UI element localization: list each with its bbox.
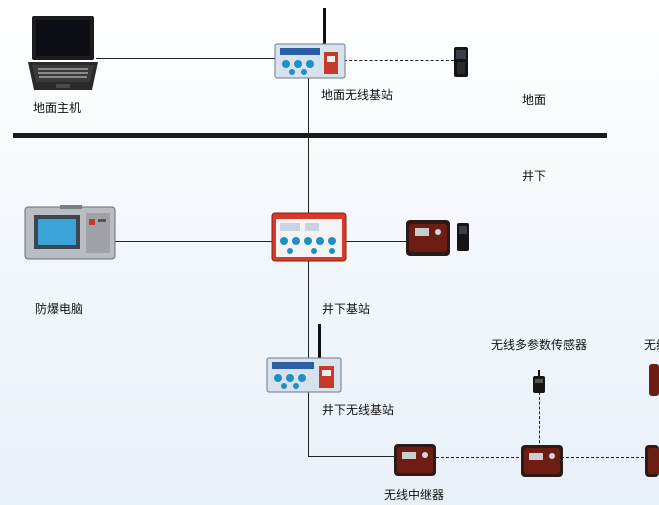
wireless-repeater-icon [521,445,563,477]
wireless-repeater-label: 无线中继器 [384,488,445,502]
laptop-icon [28,16,98,90]
link-station-reader [345,241,407,242]
mobile-phone-icon [454,47,468,77]
link-station-phone-top [344,60,454,61]
link-pc-station [115,241,273,242]
explosion-proof-pc-label: 防爆电脑 [35,302,84,316]
link-sensor-repeater [539,392,540,448]
link-trunk-repeater [308,456,396,457]
underground-station-icon [271,212,347,262]
surface-host-label: 地面主机 [33,101,82,115]
underground-wireless-station-icon [266,324,342,393]
mobile-phone-icon [457,223,469,251]
zone-label-underground: 井下 [522,169,547,183]
multi-param-sensor-label: 无线多参数传感器 [491,338,588,352]
surface-wireless-station-label: 地面无线基站 [321,88,394,102]
underground-wireless-station-label: 井下无线基站 [322,403,395,417]
cut-off-repeater-icon [645,445,659,477]
surface-wireless-station-icon [274,8,346,79]
surface-underground-divider [13,133,607,138]
card-reader-icon [406,220,450,256]
wireless-repeater-icon [394,444,436,476]
explosion-proof-pc-icon [24,205,116,260]
cut-off-device-icon [649,364,659,396]
underground-station-label: 井下基站 [322,302,371,316]
trunk-vertical [308,78,309,456]
cut-off-label: 无线 [644,338,659,352]
link-host-station [96,58,276,59]
zone-label-surface: 地面 [522,93,547,107]
sensor-icon [533,370,545,393]
